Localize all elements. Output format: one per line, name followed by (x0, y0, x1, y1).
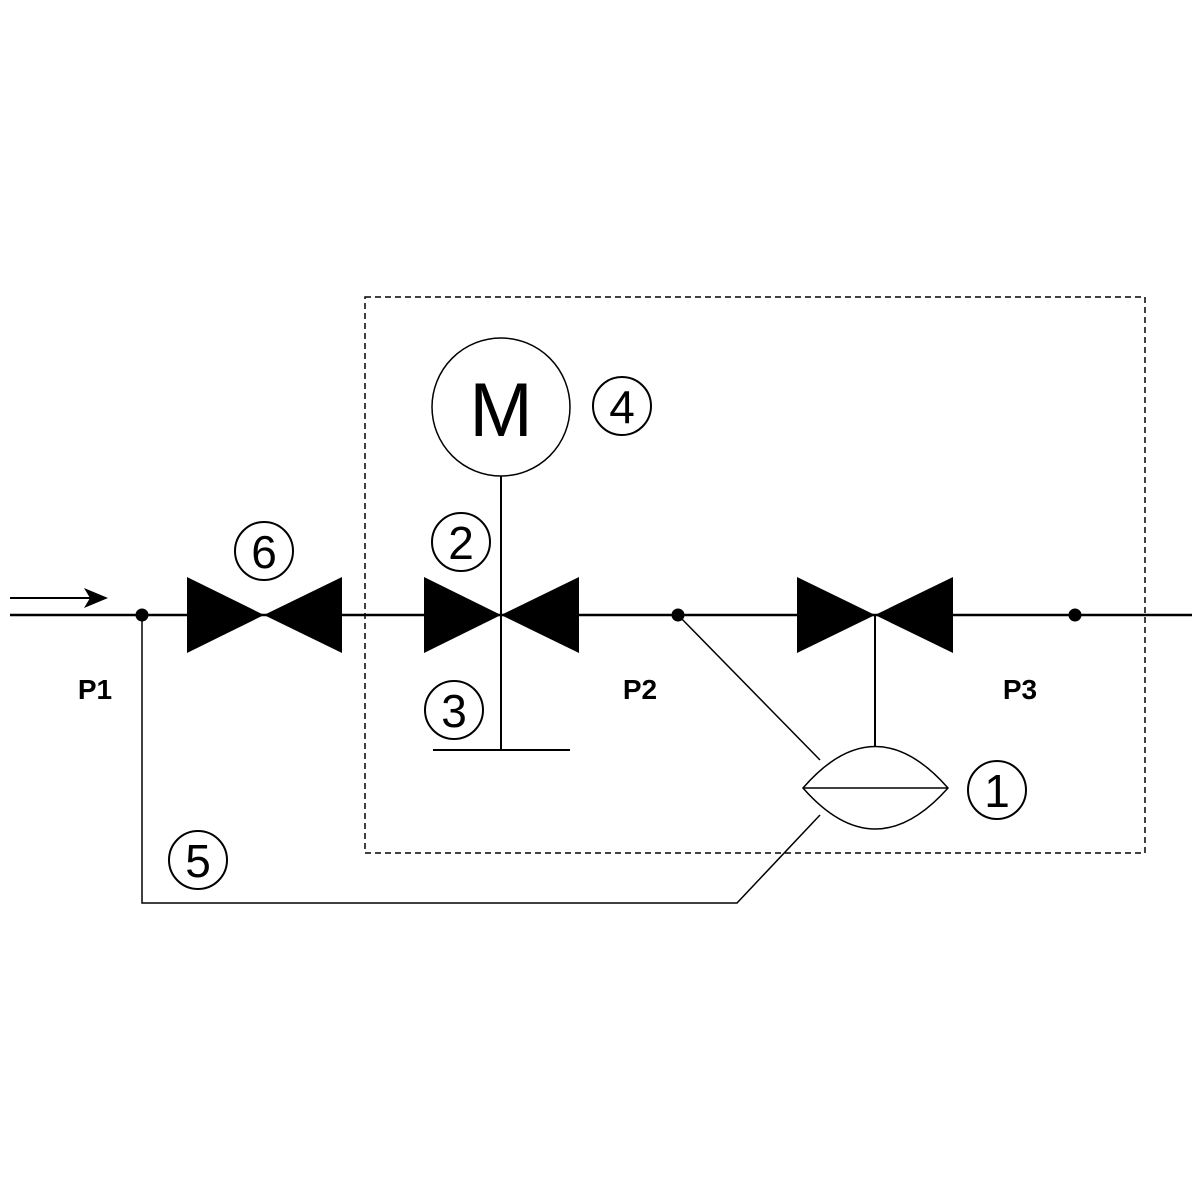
label-p1: P1 (78, 674, 112, 705)
label-p2: P2 (623, 674, 657, 705)
marker-5: 5 (168, 830, 228, 890)
svg-text:1: 1 (984, 765, 1010, 817)
impulse-line-p1 (141, 615, 821, 904)
valve-6-icon (187, 577, 342, 653)
junction-p3 (1068, 608, 1082, 622)
marker-3: 3 (424, 680, 484, 740)
flow-arrow-icon (10, 588, 108, 608)
label-p3: P3 (1003, 674, 1037, 705)
svg-text:5: 5 (185, 835, 211, 887)
valve-1-icon (797, 577, 953, 653)
dashed-boundary (364, 296, 1146, 854)
svg-text:6: 6 (251, 526, 277, 578)
marker-6: 6 (234, 521, 294, 581)
svg-text:3: 3 (441, 685, 467, 737)
marker-4: 4 (592, 376, 652, 436)
impulse-line-p2 (677, 614, 821, 761)
motor-icon (431, 337, 571, 477)
valve-2-icon (424, 577, 579, 653)
diaphragm-actuator-icon (802, 745, 950, 830)
motor-label: M (469, 368, 532, 453)
marker-2: 2 (431, 512, 491, 572)
svg-text:4: 4 (609, 381, 635, 433)
svg-text:2: 2 (448, 517, 474, 569)
marker-1: 1 (967, 760, 1027, 820)
